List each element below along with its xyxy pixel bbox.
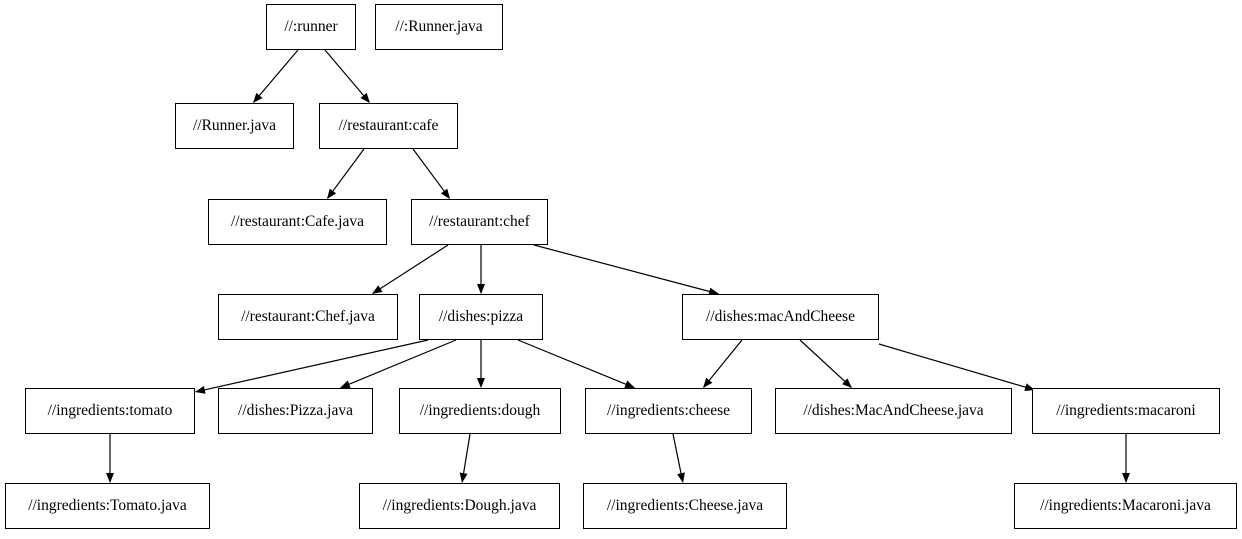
- graph-node-ingredients_macaroni_java[interactable]: //ingredients:Macaroni.java: [1014, 483, 1237, 529]
- graph-node-ingredients_macaroni[interactable]: //ingredients:macaroni: [1032, 388, 1220, 434]
- graph-node-label: //ingredients:dough: [419, 402, 541, 420]
- graph-node-label: //:Runner.java: [395, 18, 483, 36]
- graph-node-ingredients_tomato_java[interactable]: //ingredients:Tomato.java: [5, 483, 210, 529]
- graph-node-ingredients_cheese[interactable]: //ingredients:cheese: [585, 388, 752, 434]
- graph-node-label: //ingredients:macaroni: [1056, 402, 1196, 420]
- graph-node-label: //ingredients:Cheese.java: [606, 497, 764, 515]
- graph-node-label: //ingredients:cheese: [606, 402, 731, 420]
- graph-node-dishes_pizza_java[interactable]: //dishes:Pizza.java: [218, 388, 373, 434]
- graph-node-label: //restaurant:cafe: [338, 117, 439, 135]
- graph-node-label: //dishes:pizza: [438, 308, 524, 326]
- graph-node-ingredients_cheese_java[interactable]: //ingredients:Cheese.java: [583, 483, 787, 529]
- graph-node-dishes_macandcheese[interactable]: //dishes:macAndCheese: [682, 294, 879, 340]
- graph-node-dishes_macandcheese_java[interactable]: //dishes:MacAndCheese.java: [775, 388, 1012, 434]
- graph-node-restaurant_cafe_java[interactable]: //restaurant:Cafe.java: [208, 199, 387, 245]
- graph-node-runner[interactable]: //:runner: [266, 4, 356, 50]
- graph-node-ingredients_dough[interactable]: //ingredients:dough: [399, 388, 561, 434]
- graph-node-label: //Runner.java: [192, 117, 277, 135]
- graph-node-restaurant_cafe[interactable]: //restaurant:cafe: [319, 103, 458, 149]
- graph-node-label: //restaurant:chef: [429, 213, 530, 231]
- graph-node-label: //ingredients:Tomato.java: [28, 497, 187, 515]
- graph-node-dishes_pizza[interactable]: //dishes:pizza: [419, 294, 543, 340]
- graph-node-label: //ingredients:Macaroni.java: [1040, 497, 1211, 515]
- graph-node-label: //restaurant:Chef.java: [241, 308, 375, 326]
- graph-node-label: //dishes:Pizza.java: [238, 402, 353, 420]
- graph-node-runner_java_root[interactable]: //:Runner.java: [375, 4, 503, 50]
- graph-node-label: //dishes:macAndCheese: [706, 308, 855, 326]
- graph-node-label: //ingredients:Dough.java: [382, 497, 537, 515]
- graph-node-ingredients_dough_java[interactable]: //ingredients:Dough.java: [359, 483, 560, 529]
- graph-node-label: //restaurant:Cafe.java: [231, 213, 364, 231]
- graph-node-restaurant_chef_java[interactable]: //restaurant:Chef.java: [218, 294, 398, 340]
- graph-node-label: //dishes:MacAndCheese.java: [803, 402, 984, 420]
- graph-node-runner_java[interactable]: //Runner.java: [175, 103, 294, 149]
- graph-node-label: //:runner: [284, 18, 338, 36]
- graph-node-ingredients_tomato[interactable]: //ingredients:tomato: [25, 388, 195, 434]
- graph-node-restaurant_chef[interactable]: //restaurant:chef: [411, 199, 548, 245]
- graph-node-label: //ingredients:tomato: [47, 402, 173, 420]
